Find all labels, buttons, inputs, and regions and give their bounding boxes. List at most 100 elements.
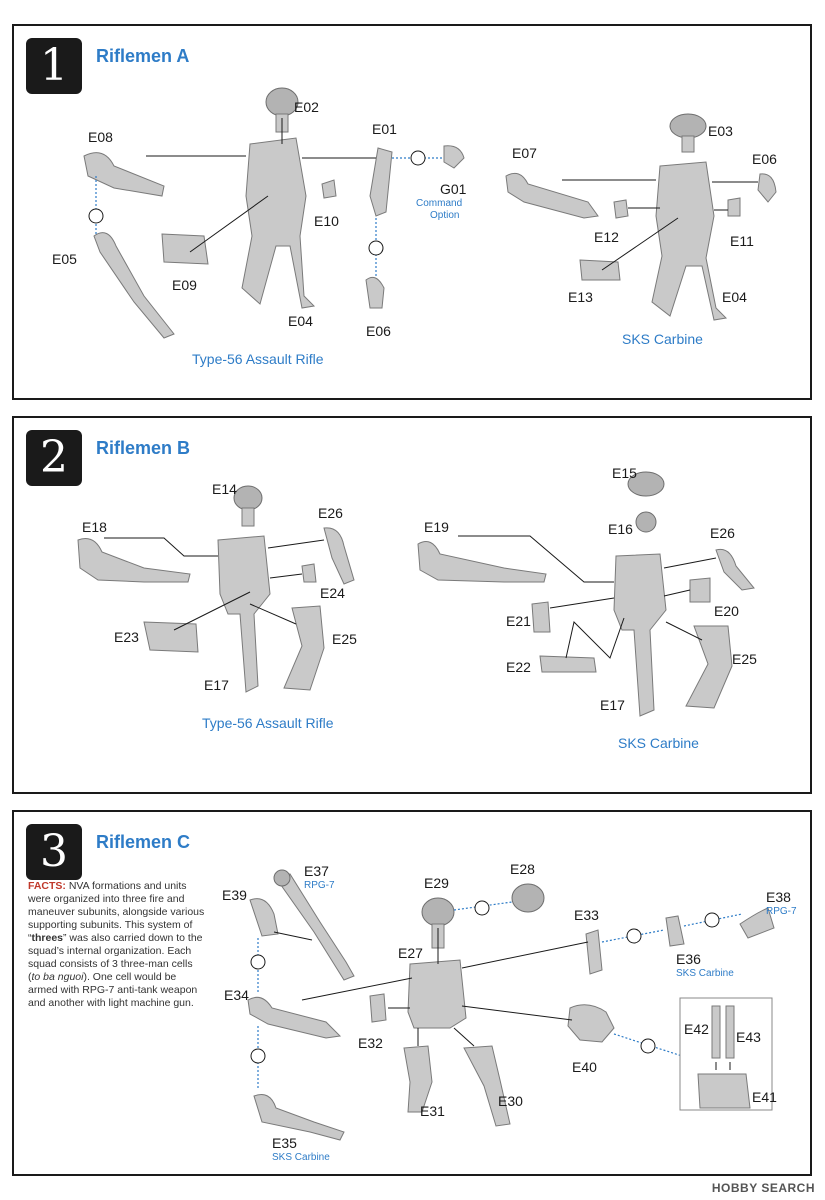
figure-torso-e17 <box>217 485 271 693</box>
label-e30: E30 <box>498 1093 523 1109</box>
label-e26: E26 <box>318 505 343 521</box>
arm-e33 <box>585 929 603 975</box>
hand-e06 <box>365 276 385 309</box>
figure-torso-e17 <box>613 471 667 717</box>
label-e41: E41 <box>752 1089 777 1105</box>
arm-e26 <box>323 527 355 585</box>
hand-e20 <box>689 577 711 603</box>
label-e21: E21 <box>506 613 531 629</box>
facts-text: FACTS: NVA formations and units were org… <box>28 880 206 1010</box>
step-number: 3 <box>26 824 82 880</box>
arm-with-rifle-e05 <box>93 232 175 339</box>
hand-e10 <box>321 179 337 199</box>
alt-option-icon <box>88 208 104 224</box>
label-e08: E08 <box>88 129 113 145</box>
ammo-pouch-e09 <box>161 233 209 265</box>
arm-e38 <box>739 907 775 939</box>
leg-e25 <box>685 625 733 709</box>
facts-italic: to ba nguoi <box>31 971 84 983</box>
hand-e11 <box>727 197 741 217</box>
hand-e21 <box>531 601 551 633</box>
e37-note: RPG-7 <box>304 880 335 891</box>
step-3-panel: 3 Riflemen C FACTS: NVA formations and u… <box>12 810 812 1176</box>
label-e25: E25 <box>332 631 357 647</box>
step-number: 1 <box>26 38 82 94</box>
ammo-pouch-e13 <box>579 259 621 281</box>
label-e15: E15 <box>612 465 637 481</box>
part-e42 <box>711 1005 721 1059</box>
label-e07: E07 <box>512 145 537 161</box>
watermark: HOBBY SEARCH <box>711 1181 815 1195</box>
hand-e32 <box>369 993 387 1023</box>
label-e34: E34 <box>224 987 249 1003</box>
step-1-diagram: E02 E08 E01 G01 Command Option E10 E05 E… <box>52 87 777 367</box>
step-title: Riflemen A <box>96 46 190 66</box>
step-2-diagram: E14 E26 E18 E24 E23 E25 E17 Type-56 Assa… <box>77 465 757 751</box>
label-e38: E38 <box>766 889 791 905</box>
label-e18: E18 <box>82 519 107 535</box>
arm-e01 <box>369 147 393 217</box>
facts-body: ). One cell would be armed with RPG-7 an… <box>28 971 198 1009</box>
part-e43 <box>725 1005 735 1059</box>
e38-note: RPG-7 <box>766 906 797 917</box>
pack-e40 <box>567 1004 615 1043</box>
label-e04: E04 <box>722 289 747 305</box>
label-e32: E32 <box>358 1035 383 1051</box>
label-e03: E03 <box>708 123 733 139</box>
label-e14: E14 <box>212 481 237 497</box>
torso-e27 <box>407 897 467 1029</box>
helmet-e28 <box>511 883 545 913</box>
caption-type56: Type-56 Assault Rifle <box>202 715 334 731</box>
alt-option-icon <box>368 240 384 256</box>
label-e20: E20 <box>714 603 739 619</box>
label-e22: E22 <box>506 659 531 675</box>
alt-option-icon <box>626 928 642 944</box>
leg-e30 <box>463 1045 511 1127</box>
arm-e34 <box>247 996 342 1039</box>
hand-e24 <box>301 563 317 583</box>
label-e26: E26 <box>710 525 735 541</box>
step-1-panel: 1 Riflemen A E02 E08 E01 G01 Command Opt… <box>12 24 812 400</box>
label-e04: E04 <box>288 313 313 329</box>
step-title: Riflemen C <box>96 832 191 852</box>
arm-e26 <box>715 548 755 591</box>
label-e39: E39 <box>222 887 247 903</box>
g01-note-2: Option <box>430 210 459 221</box>
label-e35: E35 <box>272 1135 297 1151</box>
arm-with-rifle-e08 <box>83 152 165 197</box>
facts-heading: FACTS: <box>28 880 66 892</box>
step-number: 2 <box>26 430 82 486</box>
facts-bold: threes <box>31 932 64 944</box>
label-g01: G01 <box>440 181 467 197</box>
e36-note: SKS Carbine <box>676 968 734 979</box>
alt-option-icon <box>410 150 426 166</box>
label-e19: E19 <box>424 519 449 535</box>
label-e40: E40 <box>572 1059 597 1075</box>
label-e09: E09 <box>172 277 197 293</box>
arm-with-rifle-e18 <box>77 538 191 583</box>
facts-body: ” was also carried down to the squad’s i… <box>28 932 203 983</box>
label-e29: E29 <box>424 875 449 891</box>
rpg7-e37 <box>275 873 355 981</box>
label-e23: E23 <box>114 629 139 645</box>
figure-torso-e04 <box>241 87 316 309</box>
alt-option-icon <box>250 1048 266 1064</box>
label-e31: E31 <box>420 1103 445 1119</box>
hand-g01 <box>443 145 465 169</box>
caption-sks: SKS Carbine <box>622 331 703 347</box>
g01-note-1: Command <box>416 198 462 209</box>
label-e11: E11 <box>730 233 754 249</box>
label-e13: E13 <box>568 289 593 305</box>
label-e01: E01 <box>372 121 397 137</box>
label-e43: E43 <box>736 1029 761 1045</box>
label-e06: E06 <box>752 151 777 167</box>
caption-type56: Type-56 Assault Rifle <box>192 351 324 367</box>
e35-note: SKS Carbine <box>272 1152 330 1163</box>
label-e16: E16 <box>608 521 633 537</box>
label-e17: E17 <box>600 697 625 713</box>
figure-torso-e04 <box>651 113 728 321</box>
label-e06: E06 <box>366 323 391 339</box>
label-e42: E42 <box>684 1021 709 1037</box>
arm-with-carbine-e07 <box>505 172 599 219</box>
alt-option-icon <box>474 900 490 916</box>
